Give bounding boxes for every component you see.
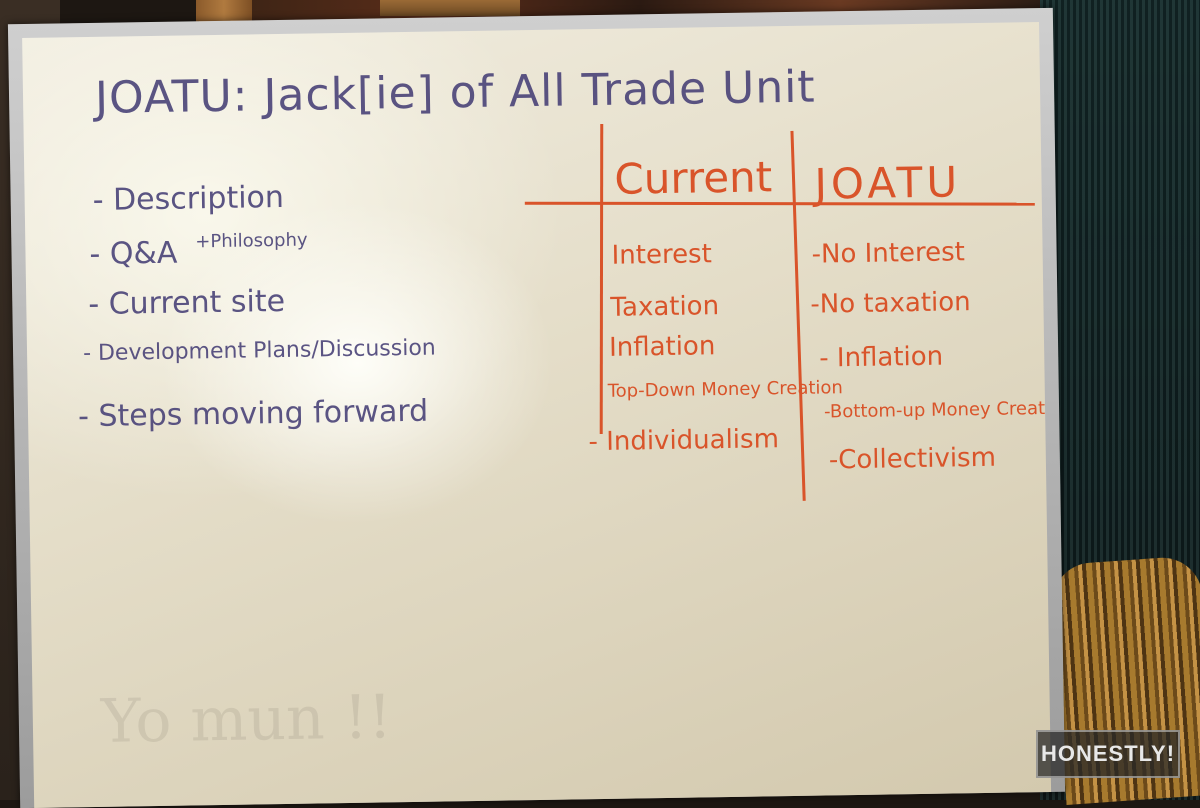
watermark-badge: HONESTLY!: [1036, 730, 1180, 778]
agenda-note-philosophy: +Philosophy: [195, 229, 308, 253]
current-interest: Interest: [611, 239, 713, 271]
table-divider-left: [599, 123, 604, 434]
joatu-bottom-up: -Bottom-up Money Creation: [823, 397, 1052, 423]
board-title: JOATU: Jack[ie] of All Trade Unit: [94, 61, 816, 124]
current-individualism: - Individualism: [588, 424, 780, 458]
agenda-item-development: - Development Plans/Discussion: [82, 335, 436, 367]
table-divider-middle: [790, 130, 806, 501]
joatu-no-taxation: -No taxation: [810, 287, 971, 320]
whiteboard: JOATU: Jack[ie] of All Trade Unit - Desc…: [7, 7, 1066, 808]
agenda-item-description: - Description: [92, 179, 285, 218]
current-top-down: Top-Down Money Creation: [607, 377, 844, 402]
joatu-no-interest: -No Interest: [811, 237, 966, 270]
whiteboard-surface: JOATU: Jack[ie] of All Trade Unit - Desc…: [22, 22, 1052, 808]
column-header-current: Current: [614, 152, 773, 204]
column-header-joatu: JOATU: [814, 157, 962, 209]
joatu-inflation: - Inflation: [819, 341, 944, 374]
erased-smudge-text: Yo mun !!: [100, 682, 393, 757]
agenda-item-steps: - Steps moving forward: [77, 393, 429, 435]
current-taxation: Taxation: [610, 291, 720, 323]
easel-top: [380, 0, 520, 16]
joatu-collectivism: -Collectivism: [828, 442, 997, 476]
current-inflation: Inflation: [608, 331, 716, 363]
agenda-item-current-site: - Current site: [88, 283, 286, 323]
agenda-item-qa: - Q&A: [89, 235, 178, 272]
